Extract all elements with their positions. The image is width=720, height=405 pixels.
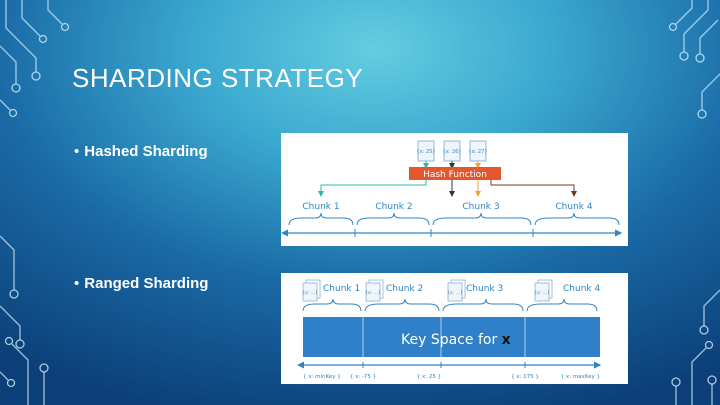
hashed-chunk-label-4: Chunk 4: [555, 202, 592, 212]
hashed-sharding-diagram: {x: 25} {x: 26} {x: 27} Hash Function: [281, 133, 628, 246]
hashed-chunk-label-2: Chunk 2: [375, 202, 412, 212]
chunk-brace-2: [356, 212, 430, 226]
doc-icon-label: {x: ...}: [534, 290, 550, 296]
key-document-2: {x: 26}: [443, 140, 462, 162]
arrow-to-chunk-4: [490, 180, 577, 197]
ranged-sharding-diagram: {x: ...} Chunk 1 {x: ...} Chunk 2 {x: ..…: [281, 273, 628, 384]
bullet-dot: •: [74, 143, 80, 160]
range-brace-4: [526, 298, 598, 312]
key-space-text: Key Space for: [401, 332, 497, 348]
arrow-to-chunk-1: [318, 180, 427, 197]
chunk-3-group: {x: ...} Chunk 3: [447, 279, 503, 302]
range-brace-3: [442, 298, 524, 312]
doc-icon-label: {x: ...}: [302, 290, 318, 296]
range-brace-1: [302, 298, 362, 312]
ranged-chunk-label-1: Chunk 1: [323, 284, 360, 294]
slide-title: SHARDING STRATEGY: [72, 63, 364, 93]
doc-icon-label: {x: ...}: [447, 290, 463, 296]
document-stack-icon: [447, 282, 463, 302]
document-stack-icon: [534, 282, 550, 302]
key-label: {x: 25}: [417, 149, 436, 155]
key-space-bar: [303, 317, 600, 357]
bullet-ranged-sharding: •Ranged Sharding: [74, 274, 208, 294]
hashed-chunk-label-3: Chunk 3: [462, 202, 499, 212]
chunk-1-group: {x: ...} Chunk 1: [302, 279, 360, 302]
boundary-label-maxkey: { x: maxKey }: [561, 374, 600, 380]
bullet-hashed-sharding: •Hashed Sharding: [74, 142, 208, 162]
boundary-label-neg75: { x: -75 }: [350, 374, 376, 380]
boundary-label-175: { x: 175 }: [511, 374, 539, 380]
key-document-3: {x: 27}: [469, 140, 488, 162]
ranged-diagram-canvas: {x: ...} Chunk 1 {x: ...} Chunk 2 {x: ..…: [297, 279, 602, 380]
boundary-label-minkey: { x: minKey }: [303, 374, 341, 380]
chunk-brace-4: [534, 212, 620, 226]
hash-function-box: [409, 167, 501, 180]
range-brace-2: [364, 298, 440, 312]
bullet-label: Hashed Sharding: [84, 143, 208, 160]
hashed-chunk-label-1: Chunk 1: [302, 202, 339, 212]
chunk-brace-3: [432, 212, 532, 226]
bullet-dot: •: [74, 275, 80, 292]
ranged-chunk-label-4: Chunk 4: [563, 284, 600, 294]
doc-icon-label: {x: ...}: [365, 290, 381, 296]
hashed-diagram-canvas: {x: 25} {x: 26} {x: 27} Hash Function: [281, 140, 623, 237]
boundary-label-25: { x: 25 }: [417, 374, 441, 380]
key-document-1: {x: 25}: [417, 140, 436, 162]
chunk-brace-1: [288, 212, 354, 226]
key-label: {x: 26}: [443, 149, 462, 155]
ranged-chunk-label-3: Chunk 3: [466, 284, 503, 294]
key-label: {x: 27}: [469, 149, 488, 155]
key-space-label: Key Space for x: [401, 332, 511, 348]
ranged-chunk-label-2: Chunk 2: [386, 284, 423, 294]
document-stack-icon: [302, 282, 318, 302]
key-space-mark: x: [502, 332, 511, 348]
hash-function-label: Hash Function: [423, 170, 487, 180]
document-stack-icon: [365, 282, 381, 302]
bullet-label: Ranged Sharding: [84, 275, 209, 292]
chunk-4-group: {x: ...} Chunk 4: [534, 279, 600, 302]
chunk-2-group: {x: ...} Chunk 2: [365, 279, 423, 302]
